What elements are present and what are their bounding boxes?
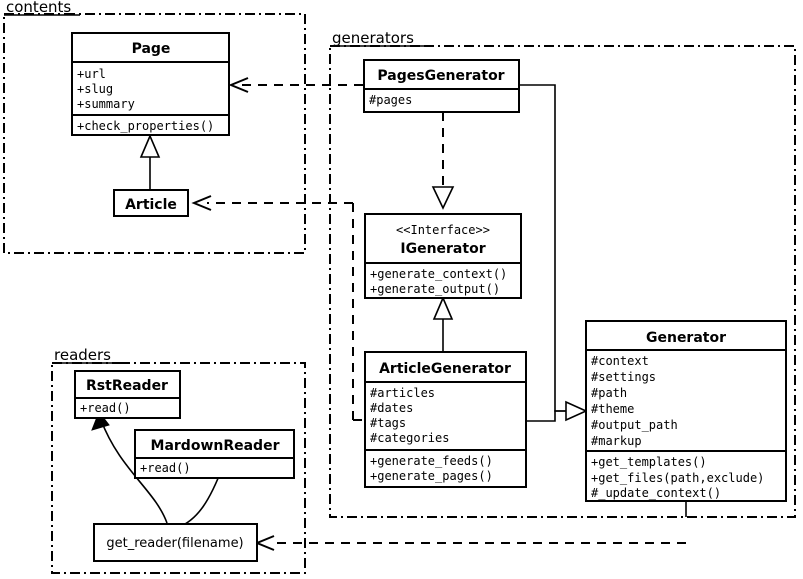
relationship-generators-article xyxy=(191,195,365,421)
package-readers-label: readers xyxy=(54,346,111,364)
relationship-articlegenerator-igenerator xyxy=(432,295,454,356)
package-generators-border xyxy=(329,45,796,518)
relationship-generator-getreader xyxy=(254,501,687,551)
function-get-reader-box[interactable] xyxy=(93,523,258,562)
class-articlegenerator-attribute-2: #tags xyxy=(370,416,406,430)
class-igenerator-box[interactable] xyxy=(364,213,522,299)
class-article[interactable]: Article xyxy=(113,189,189,217)
class-generator-method-1: +get_files(path,exclude) xyxy=(591,471,764,485)
class-pagesgenerator-box[interactable] xyxy=(363,59,520,113)
package-contents-label: contents xyxy=(6,0,71,16)
class-articlegenerator-method-1: +generate_pages() xyxy=(370,469,493,483)
class-generator-name: Generator xyxy=(646,330,726,346)
class-mardownreader-name: MardownReader xyxy=(151,438,280,454)
class-mardownreader-method-0: +read() xyxy=(140,461,191,475)
class-articlegenerator-attribute-0: #articles xyxy=(370,386,435,400)
class-generator-attribute-0: #context xyxy=(591,354,649,368)
hollow-triangle-arrowhead xyxy=(139,133,161,158)
hollow-triangle-arrowhead xyxy=(431,186,455,210)
class-mardownreader-box[interactable] xyxy=(134,429,295,479)
class-mardownreader[interactable]: MardownReader +read() xyxy=(134,429,295,479)
class-page-name: Page xyxy=(132,41,171,57)
relationship-pagesgenerator-igenerator xyxy=(431,112,455,210)
class-igenerator-method-1: +generate_output() xyxy=(370,282,500,296)
class-generator-attribute-2: #path xyxy=(591,386,627,400)
package-contents-border xyxy=(3,13,306,254)
relationship-article-page xyxy=(139,133,161,190)
class-generator-attribute-4: #output_path xyxy=(591,418,678,432)
class-rstreader[interactable]: RstReader +read() xyxy=(74,370,181,419)
package-generators: generators xyxy=(329,29,796,518)
open-arrowhead xyxy=(191,195,212,211)
class-article-box[interactable] xyxy=(113,189,189,217)
class-igenerator-stereotype: <<Interface>> xyxy=(396,223,490,237)
class-rstreader-box[interactable] xyxy=(74,370,181,419)
class-page-attribute-2: +summary xyxy=(77,97,135,111)
class-generator-method-2: #_update_context() xyxy=(591,486,721,500)
function-get-reader-label: get_reader(filename) xyxy=(106,536,243,551)
generalization-line-articlegenerator-generator xyxy=(526,410,566,422)
class-pagesgenerator[interactable]: PagesGenerator #pages xyxy=(363,59,520,113)
class-igenerator-name: IGenerator xyxy=(400,241,485,257)
class-igenerator[interactable]: <<Interface>> IGenerator +generate_conte… xyxy=(364,213,522,299)
class-page-box[interactable] xyxy=(71,32,230,136)
class-pagesgenerator-name: PagesGenerator xyxy=(377,68,504,84)
class-generator-attribute-3: #theme xyxy=(591,402,634,416)
open-arrowhead xyxy=(254,535,275,551)
class-articlegenerator-box[interactable] xyxy=(364,351,527,488)
class-rstreader-name: RstReader xyxy=(86,378,168,394)
package-generators-label: generators xyxy=(332,29,414,47)
class-page[interactable]: Page +url +slug +summary +check_properti… xyxy=(71,32,230,136)
class-article-name: Article xyxy=(125,197,177,213)
class-articlegenerator-method-0: +generate_feeds() xyxy=(370,454,493,468)
class-generator-attribute-5: #markup xyxy=(591,434,642,448)
class-articlegenerator-attribute-3: #categories xyxy=(370,431,449,445)
class-generator-attribute-1: #settings xyxy=(591,370,656,384)
hollow-triangle-arrowhead xyxy=(432,295,454,320)
package-contents: contents xyxy=(3,0,306,254)
open-arrowhead xyxy=(228,77,249,93)
class-page-attribute-1: +slug xyxy=(77,82,113,96)
relationship-articlegenerator-generator xyxy=(526,400,588,422)
class-page-method-0: +check_properties() xyxy=(77,119,214,133)
class-articlegenerator-name: ArticleGenerator xyxy=(379,361,511,377)
class-rstreader-method-0: +read() xyxy=(80,401,131,415)
function-get-reader[interactable]: get_reader(filename) xyxy=(93,523,258,562)
package-readers-border xyxy=(51,362,306,574)
class-articlegenerator-attribute-1: #dates xyxy=(370,401,413,415)
class-igenerator-method-0: +generate_context() xyxy=(370,267,507,281)
class-generator-method-0: +get_templates() xyxy=(591,455,707,469)
class-articlegenerator[interactable]: ArticleGenerator #articles #dates #tags … xyxy=(364,351,527,488)
class-pagesgenerator-attribute-0: #pages xyxy=(369,93,412,107)
package-readers: readers xyxy=(51,346,306,574)
relationship-pagesgenerator-page xyxy=(228,77,363,93)
class-page-attribute-0: +url xyxy=(77,67,106,81)
hollow-triangle-arrowhead xyxy=(565,400,588,422)
class-generator[interactable]: Generator #context #settings #path #them… xyxy=(585,320,787,502)
